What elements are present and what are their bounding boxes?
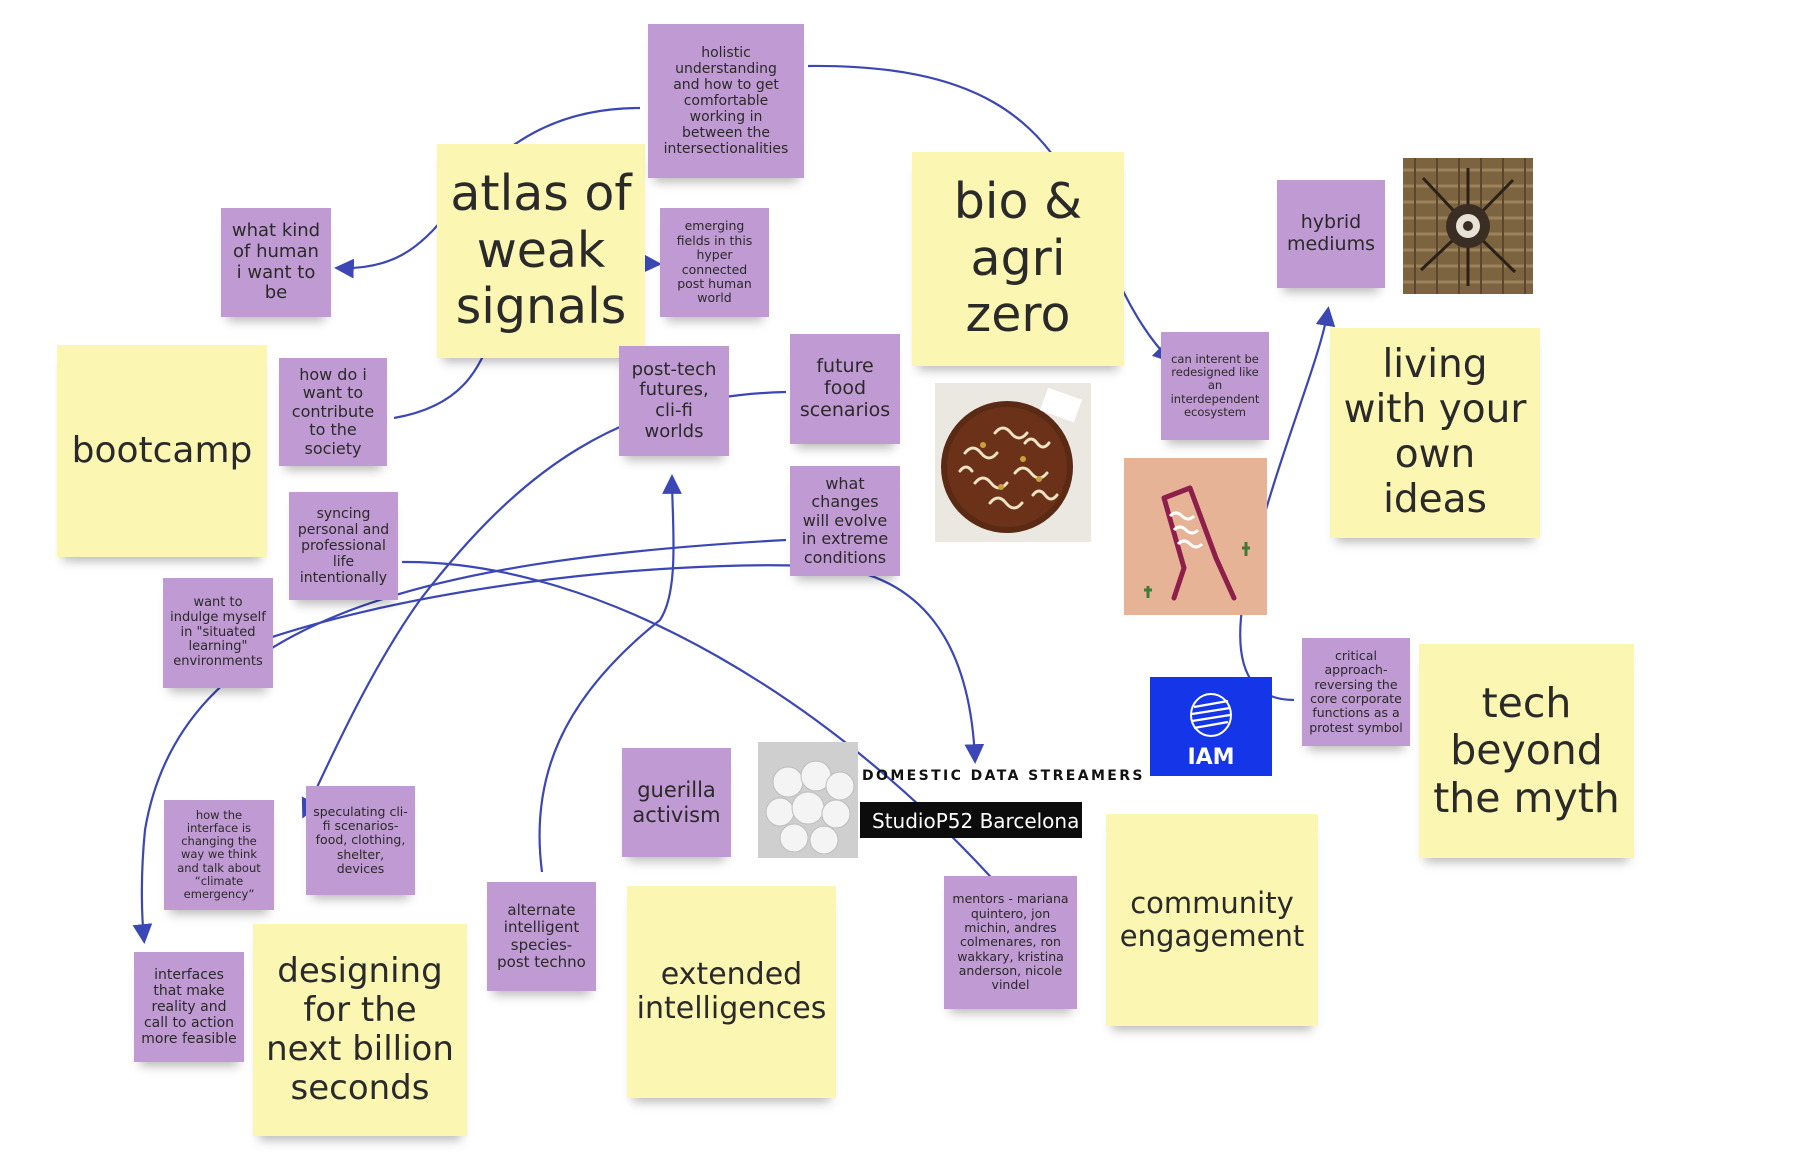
sticky-how-do-i-contribute[interactable]: how do i want to contribute to the socie… [279,358,387,466]
sticky-holistic-understanding[interactable]: holistic understanding and how to get co… [648,24,804,178]
sticky-what-kind-of-human[interactable]: what kind of human i want to be [221,208,331,317]
sticky-speculating-cli-fi[interactable]: speculating cli- fi scenarios- food, clo… [306,786,415,895]
sticky-syncing-personal-professional[interactable]: syncing personal and professional life i… [289,492,398,600]
sticky-want-to-indulge[interactable]: want to indulge myself in "situated lear… [163,578,273,688]
woven-basket-image[interactable] [1403,158,1533,294]
studiop52-barcelona-logo[interactable]: StudioP52 Barcelona [860,802,1082,838]
sticky-tech-beyond-the-myth[interactable]: tech beyond the myth [1419,644,1634,858]
iam-logo-text: IAM [1187,745,1235,770]
sticky-designing-for-next-billion-seconds[interactable]: designing for the next billion seconds [253,924,467,1136]
sticky-bio-agri-zero[interactable]: bio & agri zero [912,152,1124,366]
sticky-post-tech-futures[interactable]: post-tech futures, cli-fi worlds [619,346,729,456]
arrow-syncing-to-mentors [401,560,1023,914]
sticky-critical-approach[interactable]: critical approach- reversing the core co… [1302,638,1410,746]
sticky-future-food-scenarios[interactable]: future food scenarios [790,334,900,444]
sticky-alternate-intelligent-species[interactable]: alternate intelligent species- post tech… [487,882,596,991]
sticky-how-the-interface[interactable]: how the interface is changing the way we… [164,800,274,910]
sticky-interfaces-reality[interactable]: interfaces that make reality and call to… [134,952,244,1062]
pizza-food-image[interactable] [935,383,1091,542]
chair-illustration-image[interactable] [1124,458,1267,615]
iam-logo[interactable]: IAM [1150,677,1272,776]
sticky-can-interent-be-redesigned[interactable]: can interent be redesigned like an inter… [1161,332,1269,440]
sticky-mentors[interactable]: mentors - mariana quintero, jon michin, … [944,876,1077,1009]
bubble-object-image[interactable] [758,742,858,858]
sticky-extended-intelligences[interactable]: extended intelligences [627,886,836,1098]
sticky-bootcamp[interactable]: bootcamp [57,345,267,557]
sticky-community-engagement[interactable]: community engagement [1106,814,1318,1026]
sticky-what-changes-extreme-conditions[interactable]: what changes will evolve in extreme cond… [790,466,900,576]
domestic-data-streamers-logo[interactable]: DOMESTIC DATA STREAMERS [862,768,1145,784]
sticky-hybrid-mediums[interactable]: hybrid mediums [1277,180,1385,288]
studiop52-logo-text: StudioP52 Barcelona [872,809,1080,833]
sticky-living-with-your-own-ideas[interactable]: living with your own ideas [1330,328,1540,538]
sticky-atlas-of-weak-signals[interactable]: atlas of weak signals [437,144,645,358]
sticky-emerging-fields[interactable]: emerging fields in this hyper connected … [660,208,769,317]
sticky-guerilla-activism[interactable]: guerilla activism [622,748,731,857]
